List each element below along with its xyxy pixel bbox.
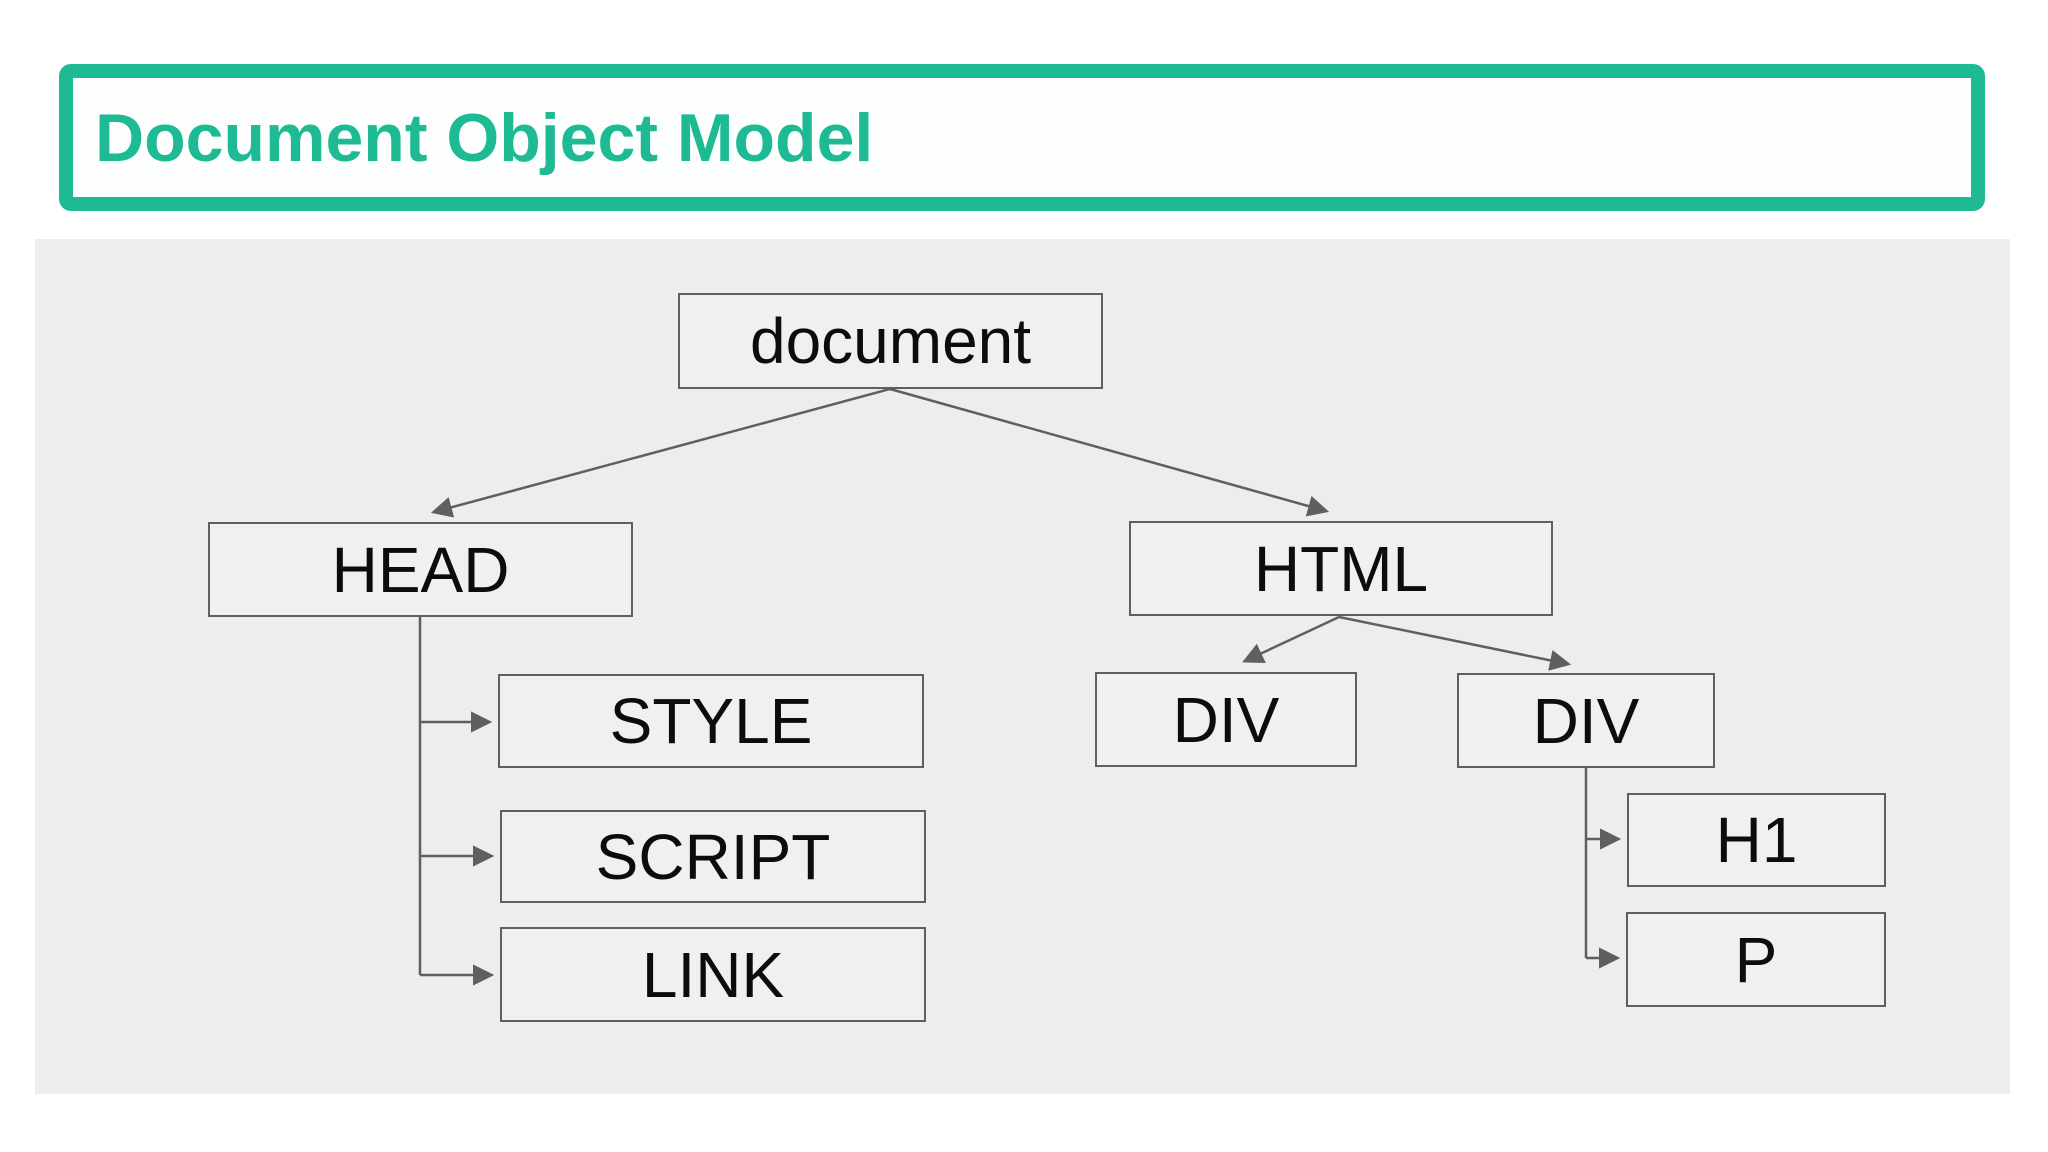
node-h1: H1 — [1627, 793, 1886, 887]
node-head: HEAD — [208, 522, 633, 617]
node-link-label: LINK — [641, 938, 785, 1011]
node-link: LINK — [500, 927, 926, 1022]
node-div-2-label: DIV — [1532, 684, 1640, 757]
node-script: SCRIPT — [500, 810, 926, 903]
node-script-label: SCRIPT — [595, 820, 831, 893]
node-style: STYLE — [498, 674, 924, 768]
node-document: document — [678, 293, 1103, 389]
node-document-label: document — [749, 305, 1032, 377]
node-p: P — [1626, 912, 1886, 1007]
node-div-1-label: DIV — [1172, 683, 1280, 756]
node-style-label: STYLE — [609, 685, 813, 757]
node-div-1: DIV — [1095, 672, 1357, 767]
node-h1-label: H1 — [1715, 804, 1798, 876]
slide-title: Document Object Model — [95, 99, 874, 176]
node-div-2: DIV — [1457, 673, 1715, 768]
slide-title-frame: Document Object Model — [59, 64, 1985, 211]
node-html: HTML — [1129, 521, 1553, 616]
node-html-label: HTML — [1253, 532, 1429, 605]
node-p-label: P — [1734, 923, 1778, 996]
node-head-label: HEAD — [331, 533, 510, 606]
